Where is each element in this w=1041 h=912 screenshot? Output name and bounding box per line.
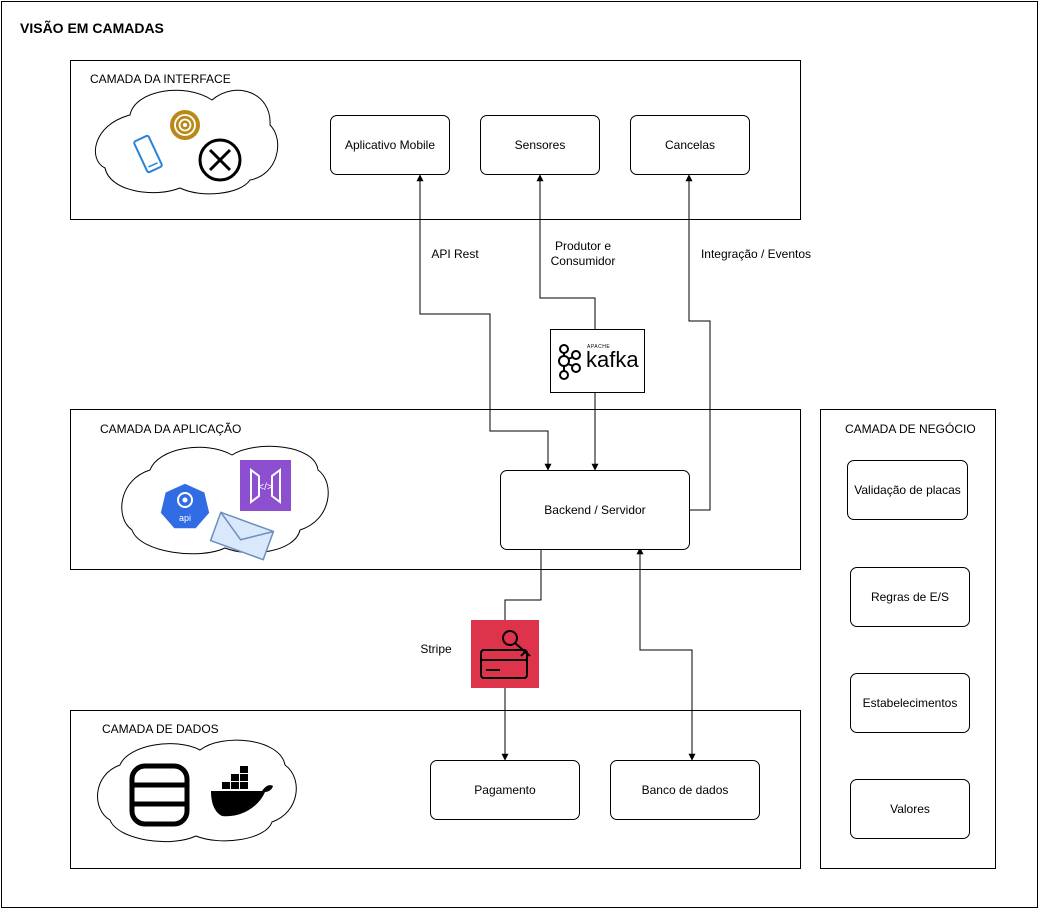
business-layer [820,409,996,869]
payment-box: Pagamento [430,760,580,820]
plate-validation-box: Validação de placas [847,460,968,520]
backend-stripe-connector [504,550,542,620]
sensor-icon [170,110,200,140]
api-rest-label: API Rest [431,247,479,261]
mobile-app-box: Aplicativo Mobile [330,115,450,175]
api-icon-label: api [179,513,191,523]
data-layer [70,710,801,869]
business-layer-title: CAMADA DE NEGÓCIO [845,422,976,436]
code-gateway-icon [240,460,291,511]
backend-server-box: Backend / Servidor [500,470,690,550]
kafka-name-text: kafka [586,347,639,372]
database-icon [129,763,190,827]
sensors-box: Sensores [480,115,600,175]
values-box: Valores [850,779,970,839]
mobile-phone-icon [133,134,163,174]
database-box: Banco de dados [610,760,760,820]
api-icon [159,482,211,530]
stripe-card-icon [471,620,539,688]
backend-database-connector [636,547,696,761]
interface-cloud [95,89,279,195]
application-layer-title: CAMADA DA APLICAÇÃO [100,422,242,436]
gates-box: Cancelas [630,115,750,175]
api-rest-connector [416,174,552,471]
mail-icon [209,511,275,561]
stripe-label: Stripe [420,642,452,656]
diagram-title: VISÃO EM CAMADAS [20,20,164,36]
io-rules-box: Regras de E/S [850,567,970,627]
close-circle-icon [198,138,242,182]
integration-events-label: Integração / Eventos [700,247,812,261]
docker-icon [211,766,273,817]
kafka-icon [558,344,581,380]
code-icon-label: </> [258,482,273,493]
data-layer-title: CAMADA DE DADOS [102,722,219,736]
kafka-logo: APACHE kafka [550,329,645,393]
integration-connector [685,174,711,511]
interface-layer-title: CAMADA DA INTERFACE [90,72,231,86]
kafka-sensors-connector [536,174,596,329]
establishments-box: Estabelecimentos [850,673,970,733]
kafka-apache-text: APACHE [587,344,611,350]
producer-label-line2: Consumidor [550,254,616,268]
producer-label-line1: Produtor e [554,239,612,253]
